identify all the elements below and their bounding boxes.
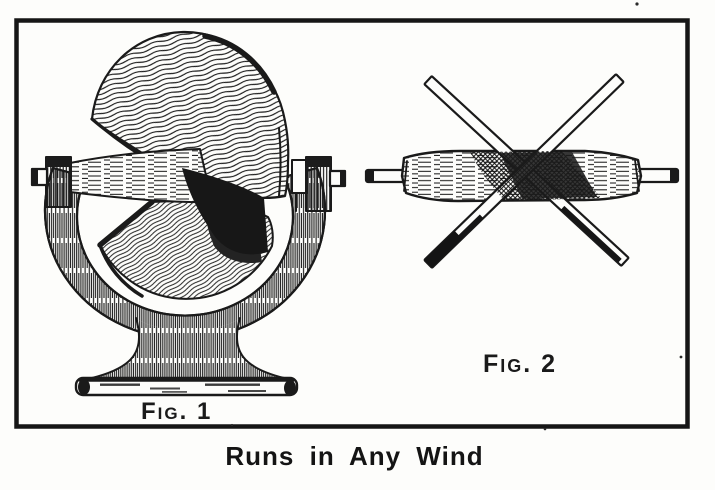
fig1-center-shadow — [182, 168, 268, 255]
fig1-bearing-left — [45, 156, 72, 208]
plate-caption: Runs in Any Wind — [225, 441, 484, 471]
fig1-label: Fig. 1 — [141, 398, 213, 425]
fig2-rotor-top-view — [364, 73, 680, 269]
fig1-base — [74, 376, 299, 397]
fig1-dome-sail — [90, 30, 290, 199]
fig1-axle-pin-right — [328, 169, 347, 188]
fig1-hub-spindle — [69, 148, 213, 204]
print-specks — [230, 2, 683, 431]
fig1-bearing-right — [305, 156, 332, 212]
fig2-hub-crosshatch-shadow — [470, 151, 601, 201]
fig1-axle-pin-left — [30, 167, 49, 187]
fig2-label: Fig. 2 — [483, 350, 558, 378]
fig2-axle — [364, 167, 680, 184]
fig1-pedestal — [91, 317, 285, 379]
fig1-wind-wheel-drawing — [30, 30, 347, 397]
